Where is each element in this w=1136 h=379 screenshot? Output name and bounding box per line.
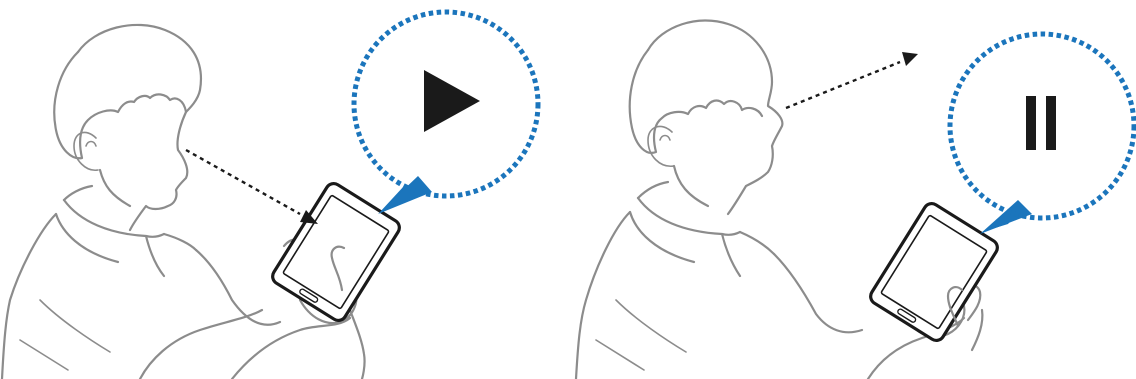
phone	[868, 201, 1001, 344]
torso-outline	[2, 214, 196, 379]
person-illustration-left	[0, 0, 568, 379]
ear-outline	[74, 132, 98, 170]
person-illustration-right	[568, 0, 1136, 379]
torso-outline	[576, 212, 774, 379]
neck-outline	[64, 170, 130, 206]
gaze-arrow-left	[186, 150, 300, 214]
scene-looking-at-phone	[0, 0, 568, 379]
collar-outline	[56, 200, 164, 276]
gaze-arrowhead-right	[902, 52, 918, 66]
arm-outline	[140, 250, 280, 379]
pause-icon	[1026, 96, 1036, 150]
head-outline	[648, 20, 782, 214]
ear-outline	[648, 126, 674, 166]
bubble-circle-right	[950, 34, 1134, 218]
head-outline	[78, 25, 201, 230]
collar-outline	[630, 198, 740, 276]
neck-outline	[638, 166, 708, 206]
phone	[270, 181, 403, 324]
gaze-arrow-right	[786, 62, 900, 108]
hair-outline	[630, 50, 762, 153]
play-icon	[424, 70, 480, 132]
scene-looking-away	[568, 0, 1136, 379]
